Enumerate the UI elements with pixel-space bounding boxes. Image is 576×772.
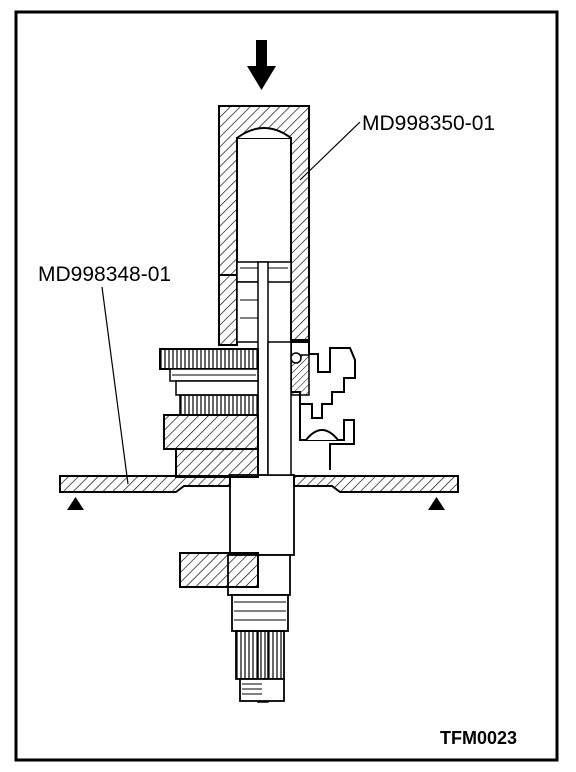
down-arrow-icon xyxy=(247,40,276,90)
press-tool-cylinder xyxy=(218,105,310,346)
upper-gear xyxy=(159,348,259,382)
leader-line-upper xyxy=(299,121,361,181)
leader-line-lower xyxy=(101,286,129,485)
synchronizer-hub xyxy=(175,380,259,416)
figure-code: TFM0023 xyxy=(440,728,517,748)
lower-gear xyxy=(179,552,259,588)
tool-label-upper: MD998350-01 xyxy=(362,112,495,135)
tool-label-lower: MD998348-01 xyxy=(38,263,171,286)
right-bearing-assembly xyxy=(267,341,356,476)
middle-gear xyxy=(163,414,259,478)
support-plate xyxy=(59,475,459,493)
frame-border xyxy=(14,10,559,762)
triangle-support-icon xyxy=(67,497,445,510)
